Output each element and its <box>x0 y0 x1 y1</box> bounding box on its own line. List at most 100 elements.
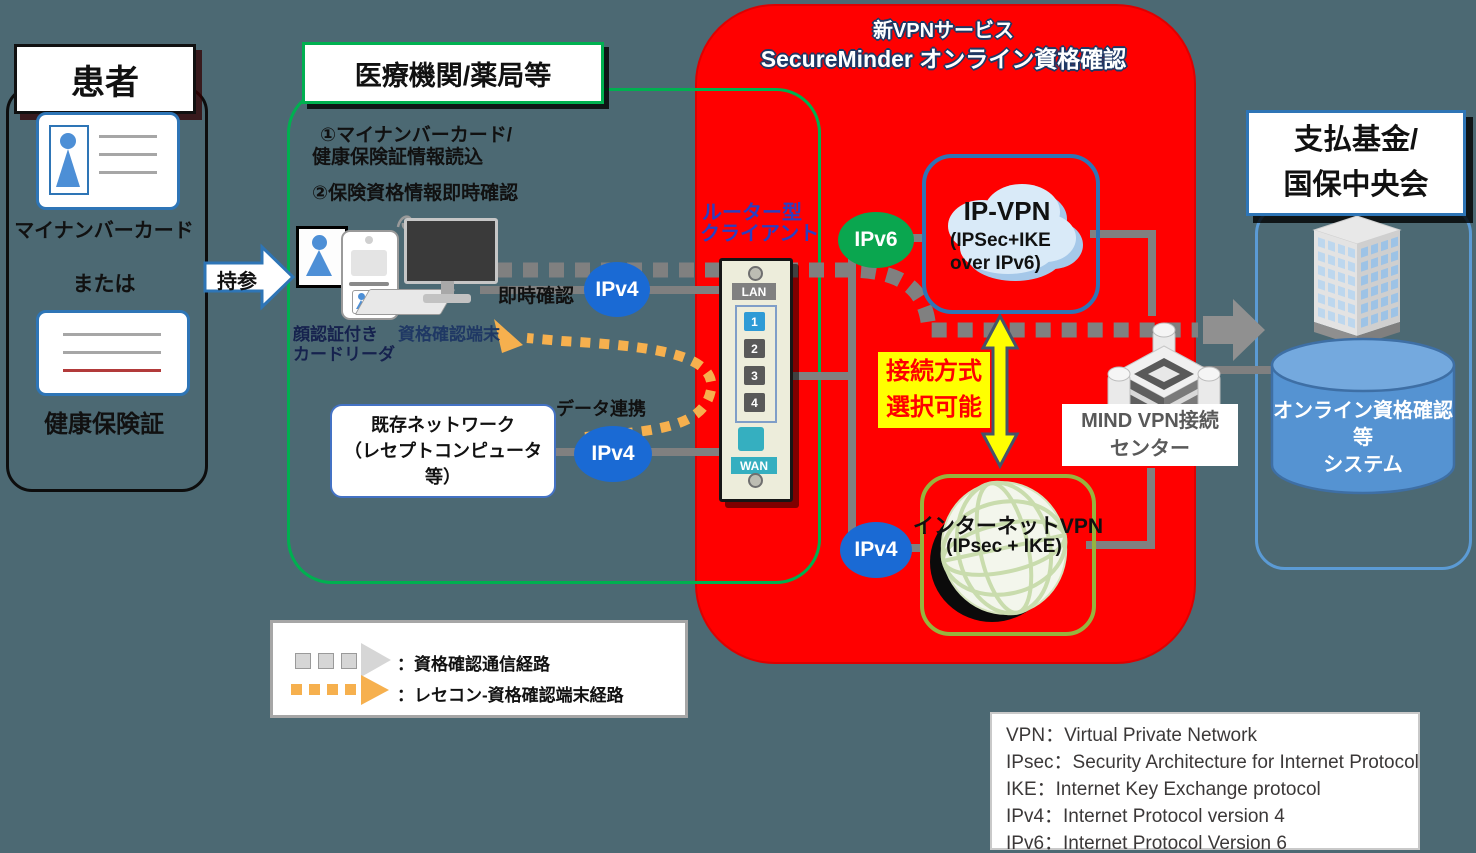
or-text: または <box>72 273 136 296</box>
mind-label-line2: センター <box>1110 438 1190 460</box>
face-auth-icon <box>296 226 348 288</box>
router-port-1: 1 <box>744 312 765 331</box>
card-photo-frame <box>49 125 89 195</box>
route-arrow-to-payer-icon <box>1203 299 1265 361</box>
wire-inetvpn-mind <box>1086 468 1155 549</box>
definition-line: IKE：Internet Key Exchange protocol <box>1006 779 1321 800</box>
payer-title-line1: 支払基金/ <box>1293 124 1419 156</box>
online-system-db-icon <box>1270 337 1456 495</box>
terminal-label: 資格確認端末 <box>398 325 500 344</box>
ipvpn-sub-line2: over IPv6) <box>950 253 1041 274</box>
patient-title: 患者 <box>14 44 196 114</box>
card-line <box>99 135 157 138</box>
router-screw <box>748 266 763 281</box>
definitions-box: VPN：Virtual Private Network IPsec：Securi… <box>990 712 1420 853</box>
ipvpn-cloud-icon <box>948 184 1083 281</box>
definition-line: IPv4：Internet Protocol version 4 <box>1006 806 1285 827</box>
definition-line: IPsec：Security Architecture for Internet… <box>1006 752 1419 773</box>
choice-double-arrow-icon <box>980 312 1020 470</box>
vpn-zone-title-line2: SecureMinder オンライン資格確認 <box>760 46 1127 72</box>
legend-orange-dash <box>309 684 320 695</box>
legend-orange-dash <box>327 684 338 695</box>
mynumber-card-icon <box>36 112 180 210</box>
terminal-monitor-icon <box>404 218 498 284</box>
ipv4-badge-legacy: IPv4 <box>574 426 652 482</box>
router-client-device: LAN 1 2 3 4 WAN <box>719 258 793 502</box>
router-label: ルーター型 クライアント <box>700 202 820 245</box>
definition-line: IPv6：Internet Protocol Version 6 <box>1006 833 1287 853</box>
card-line <box>63 351 161 354</box>
internet-vpn-title: インターネットVPN <box>912 515 1104 538</box>
ipv4-badge-bottom: IPv4 <box>840 522 912 578</box>
payer-building-icon <box>1312 216 1402 346</box>
rezecon-route-dotted <box>526 333 717 442</box>
monitor-stand <box>441 281 454 294</box>
router-port-3: 3 <box>744 366 765 385</box>
bring-arrow-icon <box>203 243 296 311</box>
vpn-zone-title-line1: 新VPNサービス <box>872 20 1015 42</box>
insurance-card-icon <box>36 310 190 396</box>
card-line <box>63 333 161 336</box>
legend-gray-dash <box>341 653 357 669</box>
router-label-line1: ルーター型 <box>702 202 802 224</box>
mynumber-card-label: マイナンバーカード <box>14 220 194 242</box>
ipvpn-title: IP-VPN <box>963 196 1051 226</box>
legend-gray-arrow-icon <box>361 643 391 677</box>
mind-label-line1: MIND VPN接続 <box>1081 410 1219 432</box>
instant-check-label: 即時確認 <box>498 286 575 307</box>
ipv6-badge: IPv6 <box>838 212 914 268</box>
monitor-base <box>423 294 471 303</box>
connection-choice-box: 接続方式 選択可能 <box>878 352 990 428</box>
internet-vpn-sub: (IPsec + IKE) <box>946 536 1062 557</box>
legend-box: ：資格確認通信経路 ：レセコン-資格確認端末経路 <box>270 620 688 718</box>
legend-orange-dash <box>291 684 302 695</box>
payer-title-line2: 国保中央会 <box>1283 169 1429 201</box>
choice-line1: 接続方式 <box>886 358 982 385</box>
data-link-label: データ連携 <box>556 399 646 419</box>
legend-gray-dash <box>318 653 334 669</box>
reader-slot <box>349 282 389 286</box>
legend-orange-arrow-icon <box>361 675 389 705</box>
step1-line2: 健康保険証情報読込 <box>312 147 484 168</box>
card-reader-label-line1: 顔認証付き <box>293 325 378 344</box>
ipv4-badge-top: IPv4 <box>584 262 650 317</box>
legend-gray-dash <box>295 653 311 669</box>
rezecon-route-arrowhead-icon <box>494 319 523 353</box>
clinic-title: 医療機関/薬局等 <box>302 42 604 104</box>
router-lan-tag: LAN <box>732 283 776 300</box>
card-line <box>99 153 157 156</box>
legend-route2-label: ：レセコン-資格確認端末経路 <box>397 686 624 705</box>
card-line <box>99 171 157 174</box>
online-system-line2: システム <box>1323 454 1403 476</box>
ipvpn-sub-line1: (IPSec+IKE <box>950 230 1051 251</box>
insurance-card-label: 健康保険証 <box>44 411 164 438</box>
router-ports-frame: 1 2 3 4 <box>735 305 777 423</box>
legend-orange-dash <box>345 684 356 695</box>
ipvpn-box: IP-VPN (IPSec+IKE over IPv6) <box>922 154 1100 314</box>
globe-icon <box>930 480 1068 622</box>
payer-title: 支払基金/ 国保中央会 <box>1246 110 1466 216</box>
router-wan-tag: WAN <box>731 457 777 474</box>
router-wan-port <box>738 427 764 451</box>
definition-line: VPN：Virtual Private Network <box>1006 725 1257 746</box>
internet-vpn-box: インターネットVPN (IPsec + IKE) <box>913 474 1103 636</box>
choice-line2: 選択可能 <box>886 394 982 421</box>
router-screw <box>748 473 763 488</box>
router-port-2: 2 <box>744 339 765 358</box>
step2: ②保険資格情報即時確認 <box>312 183 519 204</box>
mind-center-label: MIND VPN接続 センター <box>1062 404 1238 466</box>
legacy-network-box: 既存ネットワーク （レセプトコンピュータ等） <box>330 404 556 498</box>
online-system-line1: オンライン資格確認等 <box>1273 400 1453 449</box>
online-system-label: オンライン資格確認等 システム <box>1272 398 1454 479</box>
router-label-line2: クライアント <box>700 223 820 245</box>
reader-camera-dot <box>365 236 373 244</box>
legacy-network-line1: 既存ネットワーク <box>371 415 515 435</box>
card-line <box>63 369 161 372</box>
router-port-4: 4 <box>744 393 765 412</box>
bring-label: 持参 <box>217 271 257 293</box>
reader-screen <box>351 250 387 276</box>
legend-route1-label: ：資格確認通信経路 <box>397 655 550 674</box>
legacy-network-line2: （レセプトコンピュータ等） <box>344 441 542 487</box>
card-reader-label-line2: カードリーダ <box>293 345 395 364</box>
